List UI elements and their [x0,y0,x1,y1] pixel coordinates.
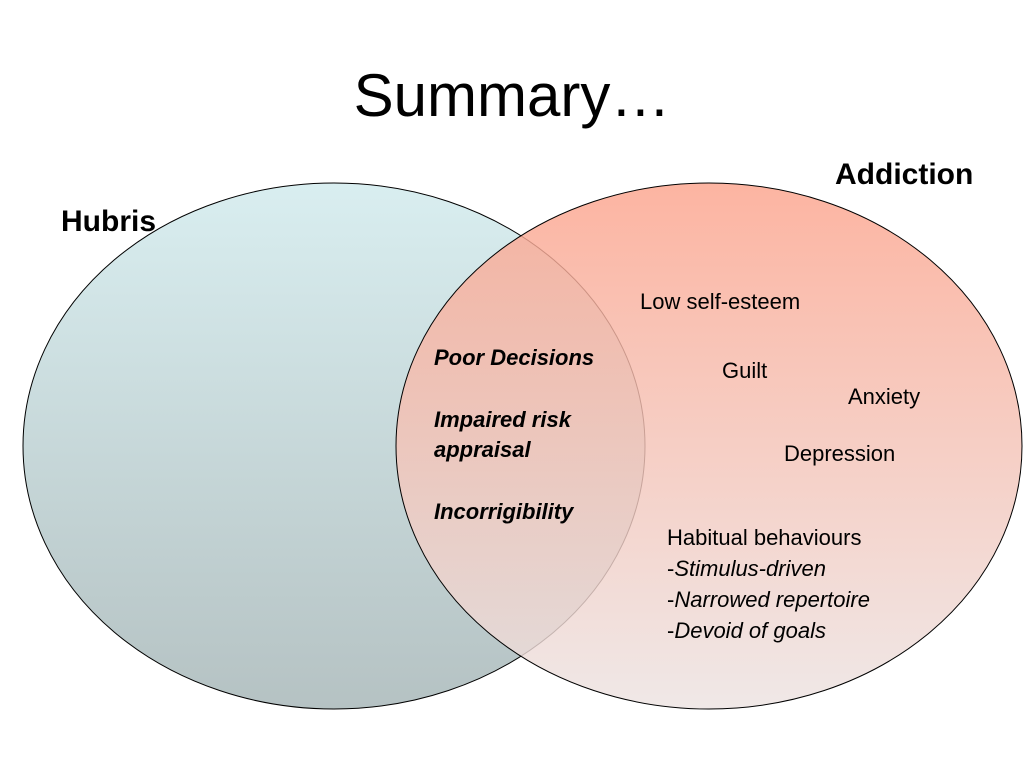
habitual-behaviours-block: Habitual behaviours -Stimulus-driven -Na… [667,522,870,646]
addiction-item-guilt: Guilt [722,358,768,383]
habitual-bullet: -Narrowed repertoire [667,587,870,612]
habitual-bullet: -Devoid of goals [667,618,826,643]
addiction-item-depression: Depression [784,441,896,466]
addiction-circle [395,182,1023,710]
habitual-heading: Habitual behaviours [667,525,862,550]
overlap-item-incorrigibility: Incorrigibility [434,499,574,524]
overlap-item-poor-decisions: Poor Decisions [434,345,595,370]
addiction-item-low-self-esteem: Low self-esteem [640,289,801,314]
habitual-bullet-text: Devoid of goals [674,618,826,643]
habitual-bullet-text: Stimulus-driven [674,556,826,581]
overlap-item-appraisal: appraisal [434,437,531,462]
habitual-bullet-text: Narrowed repertoire [674,587,870,612]
overlap-item-impaired-risk: Impaired risk [434,407,571,432]
hubris-label: Hubris [61,205,157,238]
addiction-item-anxiety: Anxiety [848,384,921,409]
addiction-label: Addiction [835,158,974,191]
slide-title: Summary… [353,62,671,129]
habitual-bullet: -Stimulus-driven [667,556,826,581]
